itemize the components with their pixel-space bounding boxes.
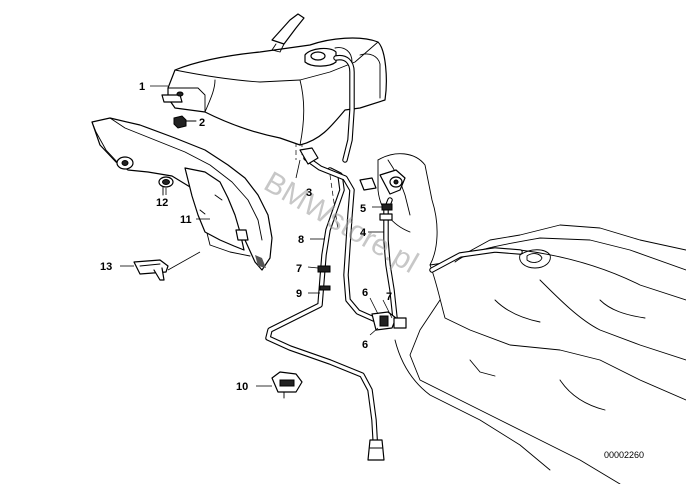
callout-7b: 7 (386, 291, 392, 303)
hose-system (265, 54, 523, 461)
callout-7a: 7 (296, 263, 302, 275)
callout-11: 11 (180, 214, 192, 226)
clamp-part-10 (271, 371, 303, 399)
clip-part-13 (133, 259, 169, 281)
callout-4: 4 (360, 227, 367, 239)
callout-5: 5 (360, 203, 366, 215)
callout-1: 1 (139, 81, 145, 93)
callout-6a: 6 (362, 287, 368, 299)
callout-13: 13 (100, 261, 112, 273)
callouts: 1 2 3 4 5 6 6 7 7 8 9 10 11 12 13 (100, 81, 392, 393)
callout-12: 12 (156, 197, 168, 209)
callout-8: 8 (298, 234, 304, 246)
callout-2: 2 (199, 117, 205, 129)
diagram-number: 00002260 (604, 450, 644, 460)
reservoir-tank (161, 13, 387, 146)
callout-3: 3 (306, 187, 312, 199)
wheel-arch-shield (91, 117, 273, 271)
callout-10: 10 (236, 381, 248, 393)
vehicle-body-outline (377, 153, 686, 484)
nut-part-2 (173, 115, 197, 129)
callout-9: 9 (296, 288, 302, 300)
callout-6b: 6 (362, 339, 368, 351)
grommet-part-12 (158, 176, 174, 196)
leader-lines (120, 85, 393, 387)
